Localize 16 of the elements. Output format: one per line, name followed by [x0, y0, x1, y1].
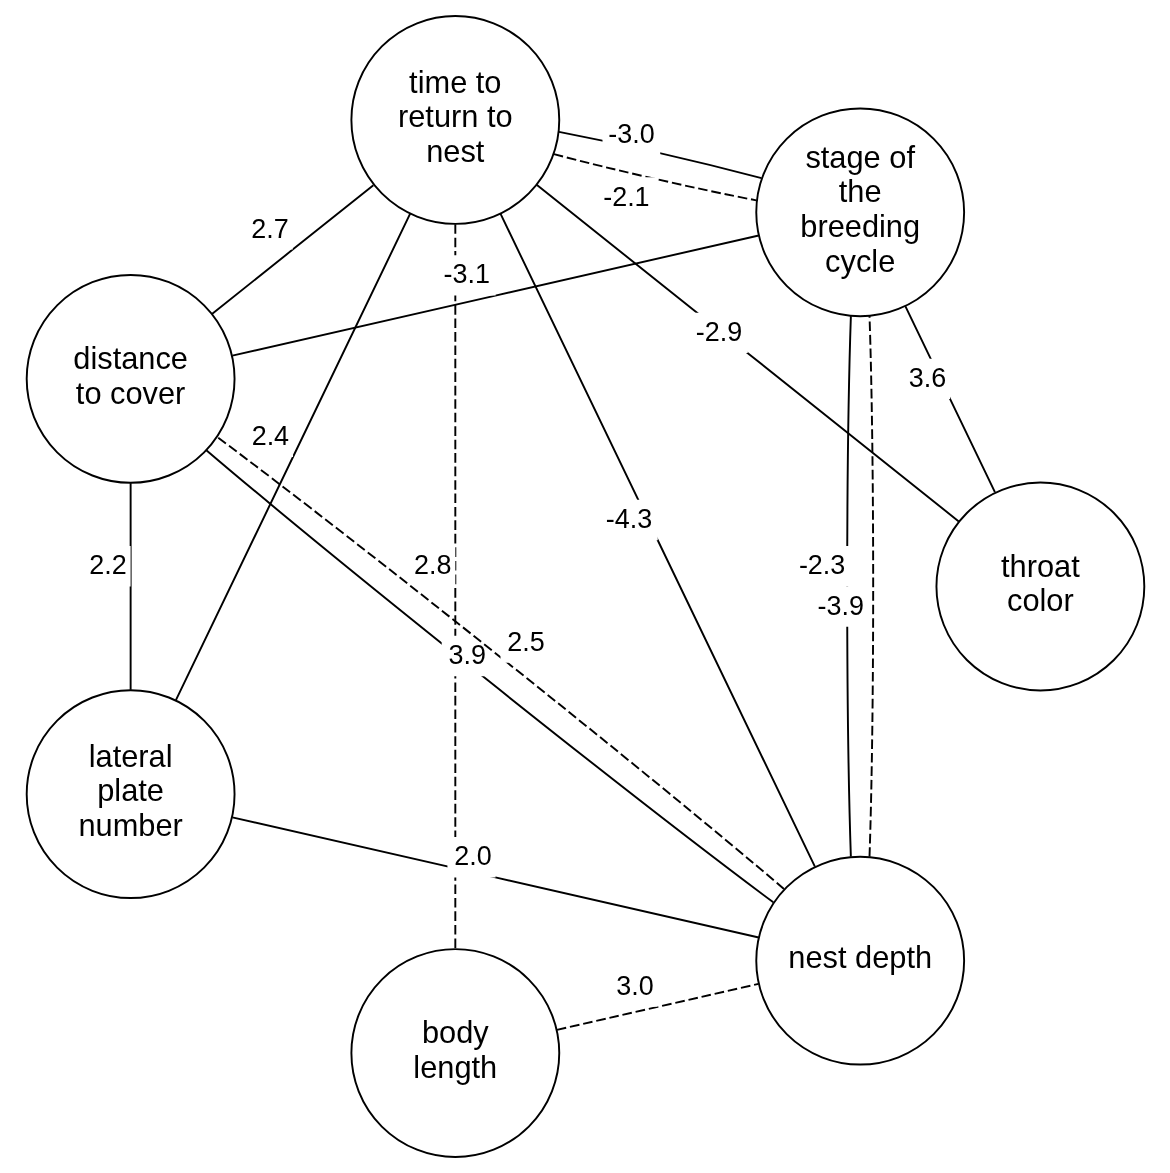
edge-label: -3.0	[607, 118, 655, 149]
edge-label: 2.5	[506, 626, 545, 657]
edge-label: 3.6	[908, 362, 946, 393]
edge-label: 2.8	[413, 550, 451, 581]
edge-label: 3.0	[615, 970, 654, 1001]
edge-label: -3.9	[817, 590, 864, 621]
edge-label: 2.0	[453, 841, 492, 872]
edge-label: 3.9	[447, 640, 486, 671]
edge-label: 2.7	[250, 213, 289, 244]
edge-label: -2.1	[602, 181, 650, 212]
edge-label: 2.4	[251, 420, 289, 451]
edge-label: -2.3	[798, 550, 845, 581]
edge-label: -2.9	[695, 316, 742, 347]
edge-label: 2.2	[88, 550, 127, 581]
edge-label: -3.1	[443, 259, 490, 290]
edge-label: -4.3	[605, 504, 652, 535]
